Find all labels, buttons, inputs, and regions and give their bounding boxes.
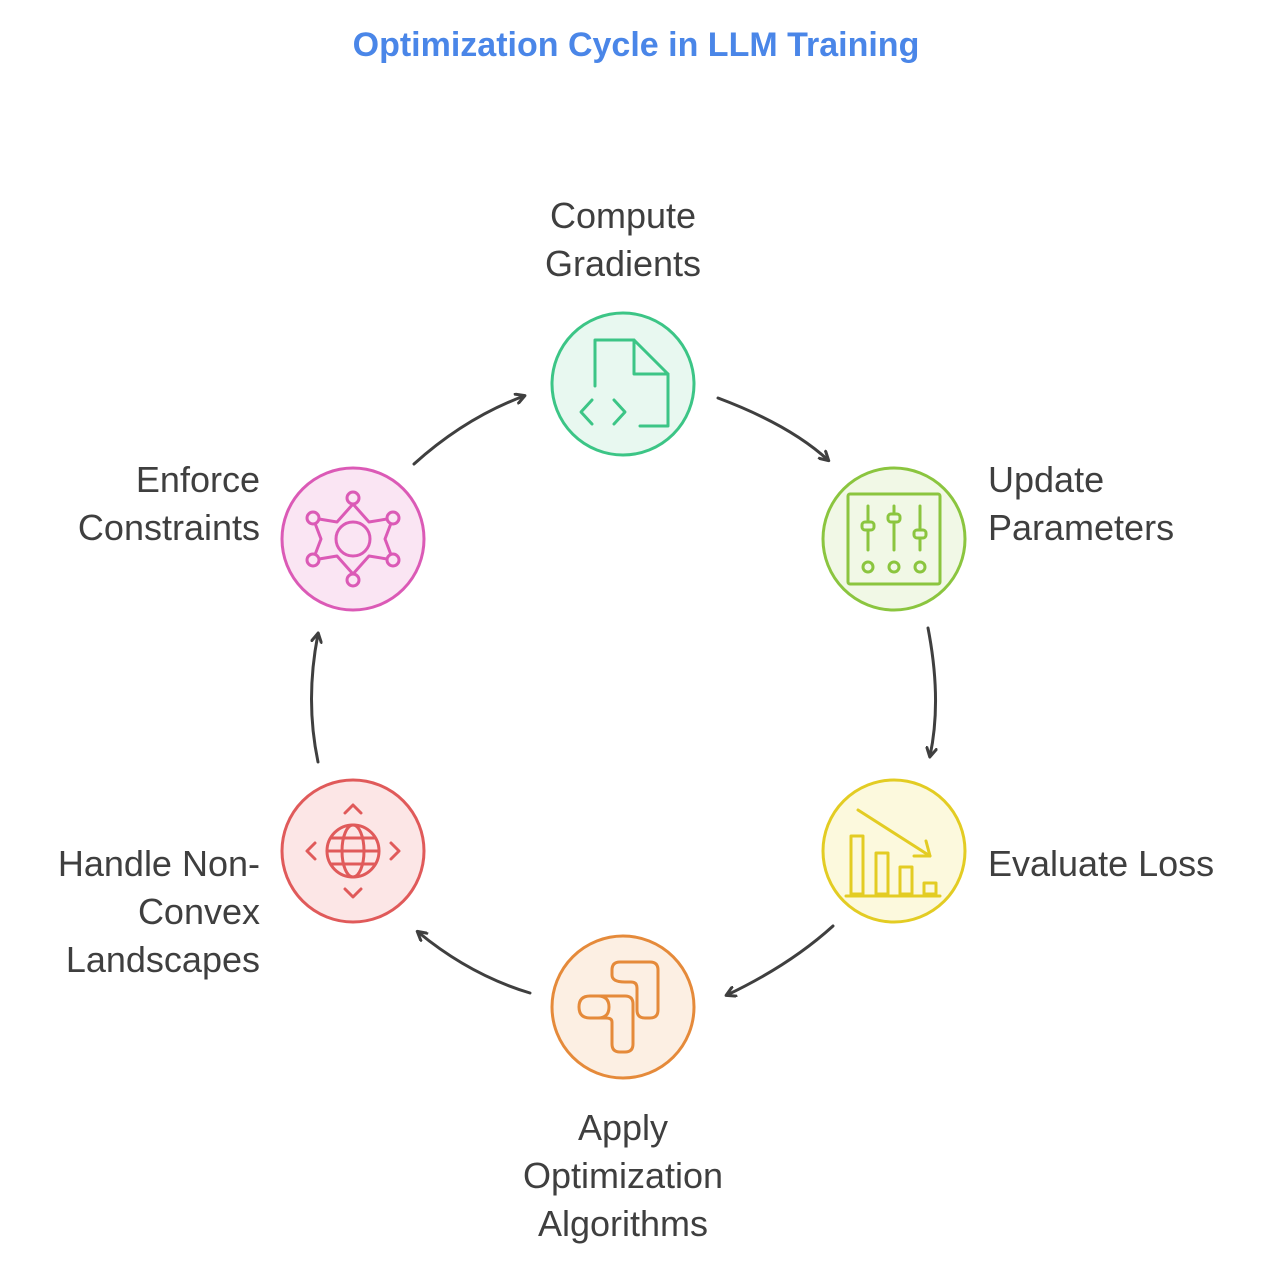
node-handle-non-convex-landscapes [280, 778, 426, 924]
arrow-enforce-to-compute [412, 396, 524, 466]
arrow-compute-to-update [716, 396, 828, 460]
sheriff-star-icon [305, 490, 401, 588]
label-handle-non-convex-landscapes: Handle Non- Convex Landscapes [57, 843, 260, 980]
sliders-icon [846, 492, 942, 586]
arrow-update-to-evaluate [928, 626, 936, 756]
arrow-apply-to-handle [418, 932, 532, 995]
node-enforce-constraints [280, 466, 426, 612]
arrow-evaluate-to-apply [727, 924, 835, 995]
path-route-icon [577, 960, 660, 1054]
node-apply-optimization-algorithms [550, 934, 696, 1080]
arrow-handle-to-enforce [310, 634, 319, 764]
declining-bar-chart-icon [844, 808, 942, 898]
label-evaluate-loss: Evaluate Loss [988, 843, 1215, 884]
node-update-parameters [821, 466, 967, 612]
label-compute-gradients: Compute Gradients [544, 195, 702, 284]
label-apply-optimization-algorithms: Apply Optimization Algorithms [522, 1107, 724, 1244]
code-file-icon [579, 338, 670, 428]
globe-arrows-icon [305, 803, 401, 899]
node-evaluate-loss [821, 778, 967, 924]
label-enforce-constraints: Enforce Constraints [77, 459, 260, 548]
node-compute-gradients [550, 311, 696, 457]
diagram-title: Optimization Cycle in LLM Training [352, 26, 920, 64]
label-update-parameters: Update Parameters [988, 459, 1175, 548]
